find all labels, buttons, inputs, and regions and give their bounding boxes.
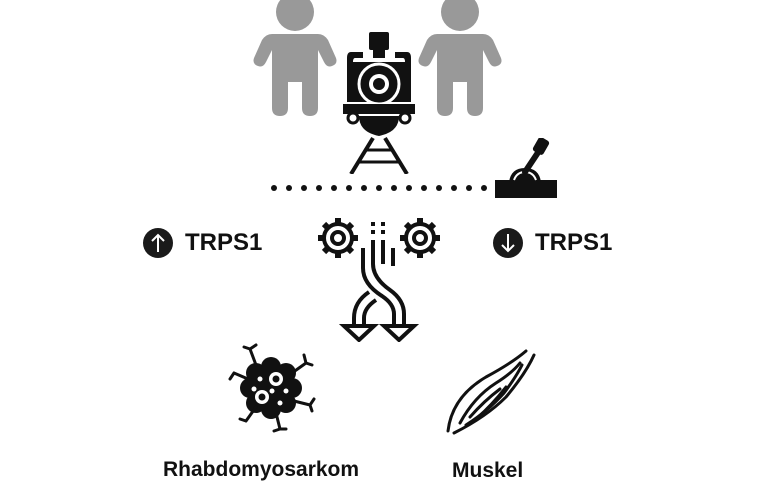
trps1-up-group: TRPS1	[143, 228, 262, 258]
person-icon-left	[253, 0, 337, 116]
locomotive-on-track-icon	[343, 32, 415, 174]
trps1-down-label: TRPS1	[535, 229, 613, 256]
outcome-label-muskel: Muskel	[452, 459, 524, 482]
arrow-up-circle-icon	[143, 228, 173, 258]
person-icon-right	[418, 0, 502, 116]
dotted-track-line	[271, 185, 487, 191]
arrow-down-circle-icon	[493, 228, 523, 258]
railway-switch-lever-icon	[495, 138, 557, 198]
outcome-label-rhabdomyosarkom: Rhabdomyosarkom	[163, 458, 360, 481]
muscle-icon	[446, 349, 536, 435]
tumor-cell-icon	[228, 343, 316, 433]
trps1-up-label: TRPS1	[185, 229, 263, 256]
gears-diverging-arrows-icon	[318, 218, 440, 342]
trps1-down-group: TRPS1	[493, 228, 612, 258]
